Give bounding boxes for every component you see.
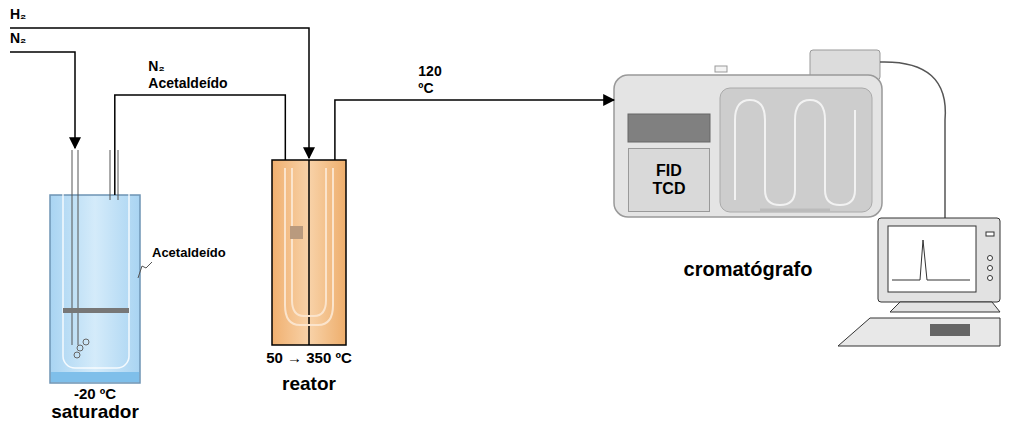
flow-line	[335, 100, 614, 160]
node-text: -20 ºC	[74, 385, 116, 402]
chromatograph-body	[614, 50, 882, 217]
computer	[838, 62, 1000, 346]
node-text: 50 → 350 ºC	[266, 349, 352, 366]
saturator-vessel	[50, 150, 152, 383]
h2-line	[10, 28, 309, 158]
gas-name: H₂	[10, 6, 26, 22]
reactor-oven	[272, 160, 346, 345]
detector-box: FID TCD	[628, 148, 710, 212]
node-text: reator	[282, 373, 336, 395]
flow-line	[115, 95, 286, 195]
node-text: saturador	[51, 401, 139, 423]
node-text: cromatógrafo	[684, 258, 813, 281]
leader-line	[138, 262, 152, 278]
edge-label: 120 ºC	[416, 63, 443, 97]
chromatograph-box: FID TCDcromatógrafo	[614, 75, 882, 217]
edge-label: N₂ Acetaldeído	[146, 58, 229, 92]
n2-line	[10, 52, 75, 148]
reactor-box: 50 → 350 ºCreator	[272, 160, 346, 345]
gas-name: N₂	[10, 30, 26, 46]
liquid-label: Acetaldeído	[152, 246, 226, 261]
saturator-box: -20 ºCsaturador	[50, 195, 140, 383]
node-text: FID TCD	[653, 162, 686, 199]
